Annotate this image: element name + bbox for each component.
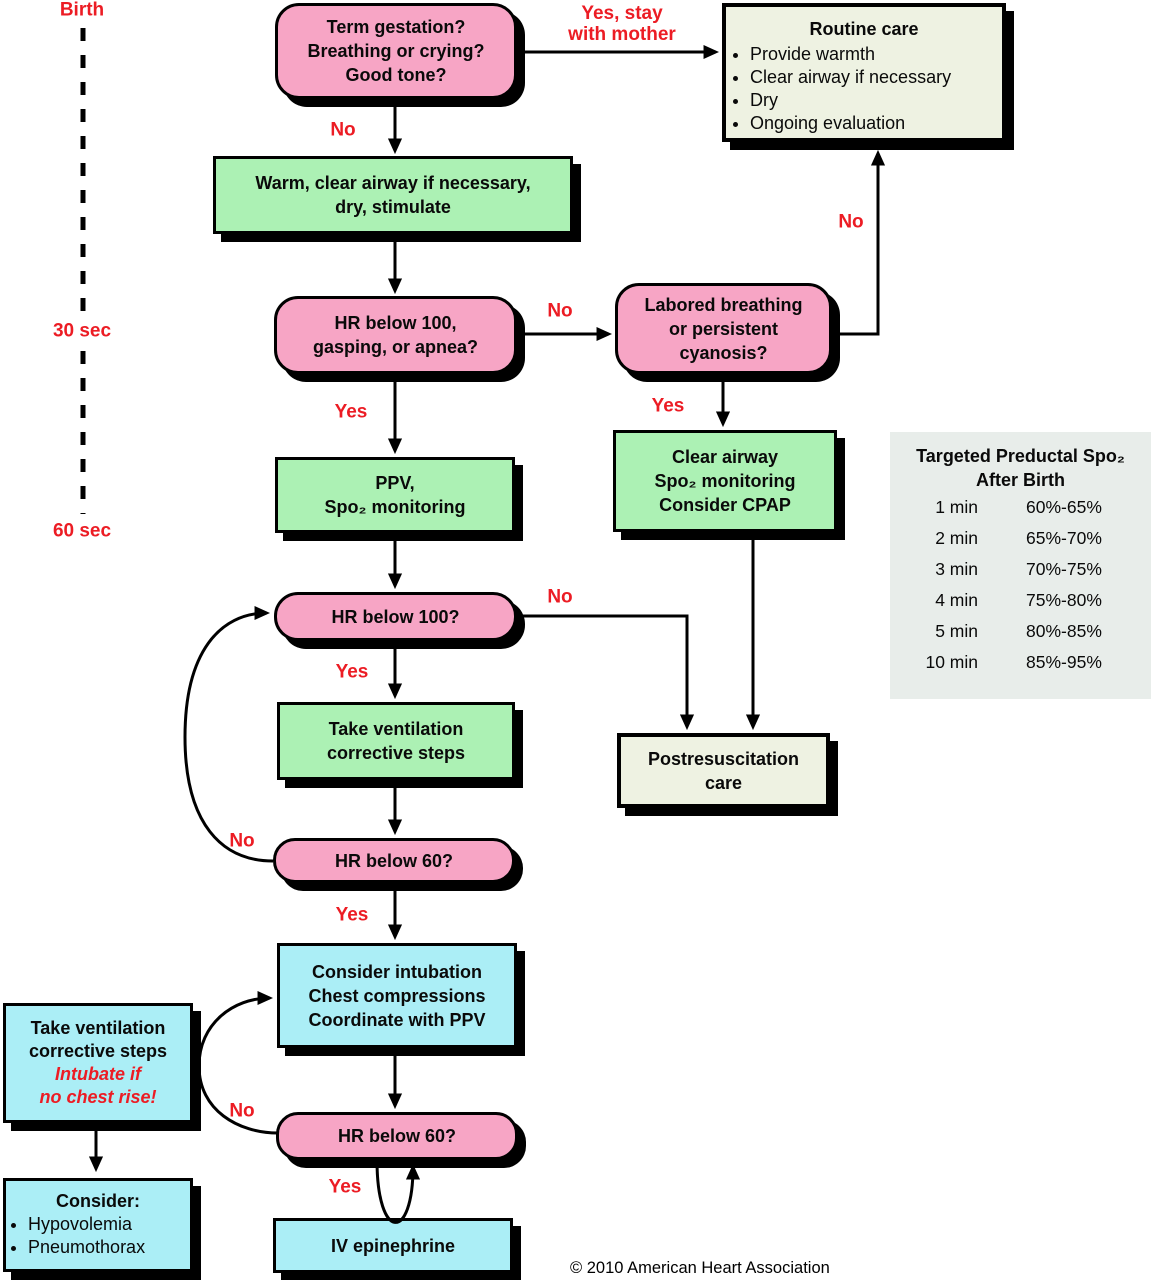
table-time: 2 min bbox=[935, 528, 978, 548]
table-time: 10 min bbox=[925, 652, 978, 672]
table-time: 3 min bbox=[935, 559, 978, 579]
copyright-text: © 2010 American Heart Association bbox=[570, 1259, 830, 1277]
node-ppv-spo2-monitoring: PPV, Spo₂ monitoring bbox=[275, 457, 515, 533]
arrow-hr60a-loop-to-hr100 bbox=[183, 605, 274, 863]
node-line: HR below 60? bbox=[337, 1126, 457, 1146]
bullet-item: Hypovolemia bbox=[28, 1213, 145, 1236]
consider-bullets: Hypovolemia Pneumothorax bbox=[6, 1213, 145, 1259]
arrow-hr100-to-postres bbox=[517, 614, 695, 731]
edge-label-hr100-no: No bbox=[547, 586, 573, 608]
node-line: PPV, bbox=[375, 473, 415, 493]
node-line: cyanosis? bbox=[679, 342, 768, 363]
timeline-60sec-label: 60 sec bbox=[52, 520, 112, 542]
timeline-birth-label: Birth bbox=[59, 0, 105, 21]
spo2-target-table: Targeted Preductal Spo₂ After Birth 1 mi… bbox=[890, 432, 1151, 699]
edge-label-labored-no: No bbox=[838, 211, 864, 233]
node-line: IV epinephrine bbox=[330, 1235, 456, 1256]
node-line: Spo₂ monitoring bbox=[654, 471, 796, 491]
edge-label-gasp-yes: Yes bbox=[334, 401, 368, 423]
node-line: Consider CPAP bbox=[659, 495, 791, 515]
arrow-hr60b-ivepi-loop bbox=[375, 1159, 421, 1224]
table-range: 70%-75% bbox=[1026, 559, 1102, 579]
node-line: Consider intubation bbox=[312, 961, 482, 982]
node-line: Labored breathing bbox=[644, 294, 803, 315]
arrow-labored-to-routine bbox=[831, 149, 886, 336]
table-range: 75%-80% bbox=[1026, 590, 1102, 610]
node-labored-breathing: Labored breathing or persistent cyanosis… bbox=[615, 283, 832, 374]
node-line: Spo₂ monitoring bbox=[324, 497, 466, 517]
node-line: Warm, clear airway if necessary, bbox=[255, 173, 531, 193]
table-row: 3 min 70%-75% bbox=[890, 554, 1151, 585]
node-take-ventilation-corrective: Take ventilation corrective steps bbox=[277, 702, 515, 780]
node-line: corrective steps bbox=[326, 743, 466, 763]
node-hr-below-60-first: HR below 60? bbox=[273, 838, 515, 883]
edge-label-term-no: No bbox=[330, 119, 356, 141]
table-row: 2 min 65%-70% bbox=[890, 523, 1151, 554]
table-row: 4 min 75%-80% bbox=[890, 585, 1151, 616]
node-line: HR below 100? bbox=[331, 606, 460, 627]
edge-label-hr60a-yes: Yes bbox=[335, 904, 369, 926]
node-title: Consider: bbox=[55, 1191, 140, 1211]
table-range: 65%-70% bbox=[1026, 528, 1102, 548]
edge-label-yes-stay-with-mother: Yes, stay with mother bbox=[568, 3, 676, 45]
node-consider-hypovolemia-pneumothorax: Consider: Hypovolemia Pneumothorax bbox=[3, 1178, 193, 1272]
edge-label-gasp-no: No bbox=[547, 300, 573, 322]
table-time: 4 min bbox=[935, 590, 978, 610]
node-hr-below-60-second: HR below 60? bbox=[276, 1112, 518, 1160]
node-consider-intubation-compressions: Consider intubation Chest compressions C… bbox=[277, 943, 517, 1048]
node-postresuscitation-care: Postresuscitation care bbox=[617, 733, 830, 808]
table-range: 85%-95% bbox=[1026, 652, 1102, 672]
node-line: Take ventilation bbox=[30, 1018, 166, 1038]
node-iv-epinephrine: IV epinephrine bbox=[273, 1218, 513, 1273]
node-term-gestation: Term gestation? Breathing or crying? Goo… bbox=[275, 3, 517, 99]
bullet-item: Pneumothorax bbox=[28, 1236, 145, 1259]
node-warm-dry-stimulate: Warm, clear airway if necessary, dry, st… bbox=[213, 156, 573, 234]
edge-label-hr60a-no: No bbox=[229, 830, 255, 852]
node-routine-care: Routine care Provide warmth Clear airway… bbox=[722, 3, 1006, 142]
table-row: 1 min 60%-65% bbox=[890, 492, 1151, 523]
table-time: 1 min bbox=[935, 497, 978, 517]
node-line: Take ventilation bbox=[328, 719, 464, 739]
node-line: Good tone? bbox=[345, 65, 447, 85]
table-row: 5 min 80%-85% bbox=[890, 616, 1151, 647]
table-range: 60%-65% bbox=[1026, 497, 1102, 517]
table-time: 5 min bbox=[935, 621, 978, 641]
node-line: Coordinate with PPV bbox=[308, 1009, 486, 1030]
node-line: dry, stimulate bbox=[335, 197, 451, 217]
routine-care-bullets: Provide warmth Clear airway if necessary… bbox=[726, 43, 951, 135]
node-hr-below-100: HR below 100? bbox=[274, 592, 517, 641]
table-range: 80%-85% bbox=[1026, 621, 1102, 641]
node-line: care bbox=[704, 772, 743, 793]
bullet-item: Clear airway if necessary bbox=[750, 66, 951, 89]
node-title: Routine care bbox=[809, 19, 919, 39]
table-title-line1: Targeted Preductal Spo₂ bbox=[916, 446, 1125, 466]
table-row: 10 min 85%-95% bbox=[890, 647, 1151, 678]
timeline-30sec-label: 30 sec bbox=[52, 320, 112, 342]
bullet-item: Ongoing evaluation bbox=[750, 112, 951, 135]
node-line-red: no chest rise! bbox=[39, 1087, 157, 1107]
node-line: Chest compressions bbox=[308, 985, 486, 1006]
node-line: or persistent bbox=[668, 318, 779, 339]
node-clear-airway-cpap: Clear airway Spo₂ monitoring Consider CP… bbox=[613, 430, 837, 532]
node-line: Clear airway bbox=[671, 447, 779, 467]
table-title-line2: After Birth bbox=[976, 470, 1065, 490]
node-line: Breathing or crying? bbox=[307, 41, 485, 61]
node-line: Term gestation? bbox=[326, 17, 466, 37]
edge-label-hr60b-yes: Yes bbox=[328, 1176, 362, 1198]
bullet-item: Dry bbox=[750, 89, 951, 112]
node-hr-below-100-gasping: HR below 100, gasping, or apnea? bbox=[274, 296, 517, 374]
node-line: Postresuscitation bbox=[647, 748, 800, 769]
node-line: gasping, or apnea? bbox=[312, 337, 479, 357]
node-line: HR below 60? bbox=[334, 850, 454, 871]
bullet-item: Provide warmth bbox=[750, 43, 951, 66]
node-line-red: Intubate if bbox=[55, 1064, 141, 1084]
edge-label-labored-yes: Yes bbox=[651, 395, 685, 417]
node-ventilation-corrective-intubate: Take ventilation corrective steps Intuba… bbox=[3, 1003, 193, 1123]
edge-label-hr100-yes: Yes bbox=[335, 661, 369, 683]
edge-label-hr60b-no: No bbox=[229, 1100, 255, 1122]
node-line: HR below 100, bbox=[334, 313, 457, 333]
node-line: corrective steps bbox=[28, 1041, 168, 1061]
